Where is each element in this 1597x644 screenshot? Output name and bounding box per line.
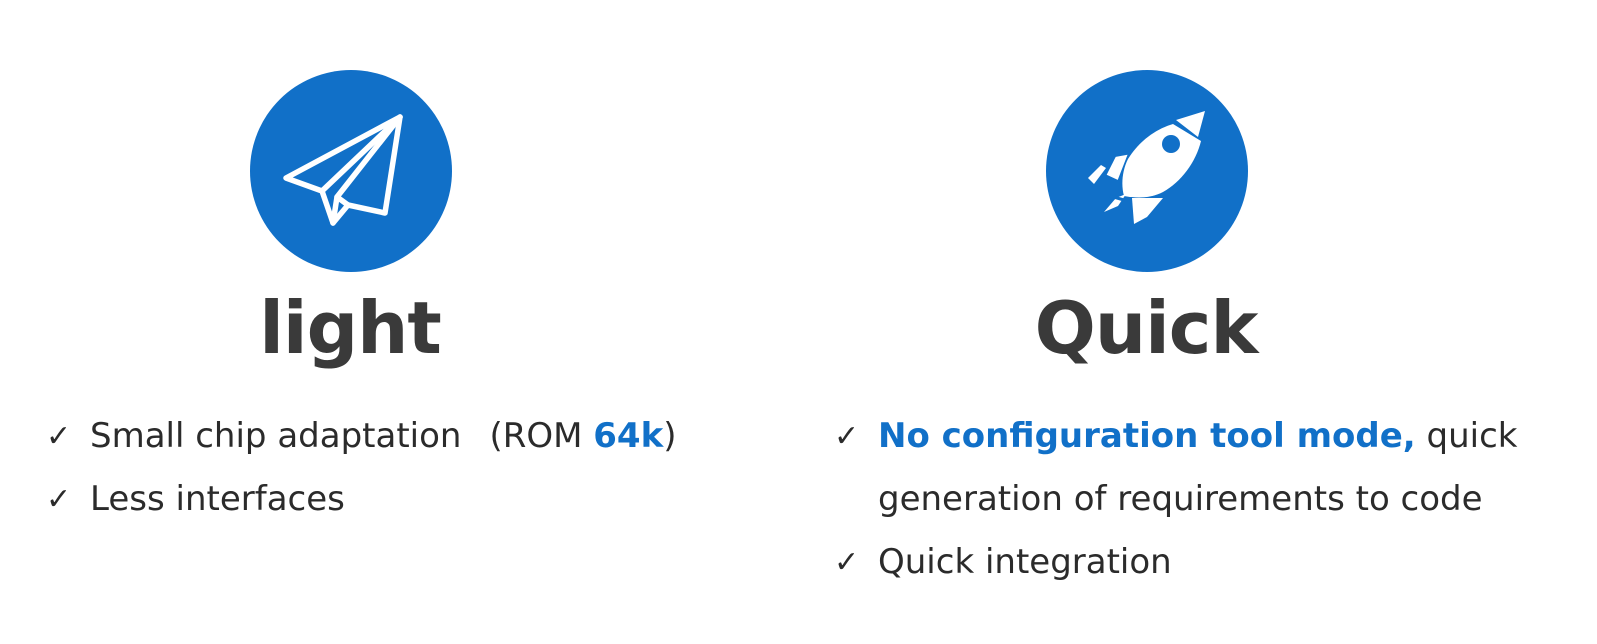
checkmark-icon: ✓ bbox=[46, 419, 72, 454]
list-item: ✓ Small chip adaptation (ROM 64k) bbox=[46, 405, 766, 468]
light-column: light ✓ Small chip adaptation (ROM 64k) ✓… bbox=[0, 0, 798, 644]
checkmark-icon: ✓ bbox=[46, 482, 72, 517]
item-highlight: 64k bbox=[593, 416, 664, 456]
quick-column: Quick ✓ No configuration tool mode, quic… bbox=[798, 0, 1597, 644]
checkmark-icon: ✓ bbox=[834, 419, 860, 454]
quick-feature-list: ✓ No configuration tool mode, quick gene… bbox=[834, 405, 1574, 594]
item-text-open: (ROM bbox=[489, 416, 594, 456]
rocket-icon bbox=[1088, 111, 1205, 224]
checkmark-icon: ✓ bbox=[834, 545, 860, 580]
light-feature-list: ✓ Small chip adaptation (ROM 64k) ✓ Less … bbox=[46, 405, 766, 531]
light-icon-circle bbox=[250, 70, 452, 272]
light-title: light bbox=[259, 286, 442, 370]
item-text: Small chip adaptation bbox=[90, 416, 462, 456]
quick-icon-circle bbox=[1046, 70, 1248, 272]
list-item: ✓ No configuration tool mode, quick gene… bbox=[834, 405, 1574, 531]
list-item: ✓ Quick integration bbox=[834, 531, 1574, 594]
item-text-close: ) bbox=[663, 416, 677, 456]
item-text: Less interfaces bbox=[90, 479, 345, 519]
list-item: ✓ Less interfaces bbox=[46, 468, 766, 531]
item-text: quick generation of requirements to code bbox=[878, 416, 1518, 519]
quick-title: Quick bbox=[1034, 286, 1259, 370]
paper-plane-icon bbox=[283, 114, 403, 226]
item-text: Quick integration bbox=[878, 542, 1172, 582]
item-highlight: No configuration tool mode, bbox=[878, 416, 1416, 456]
